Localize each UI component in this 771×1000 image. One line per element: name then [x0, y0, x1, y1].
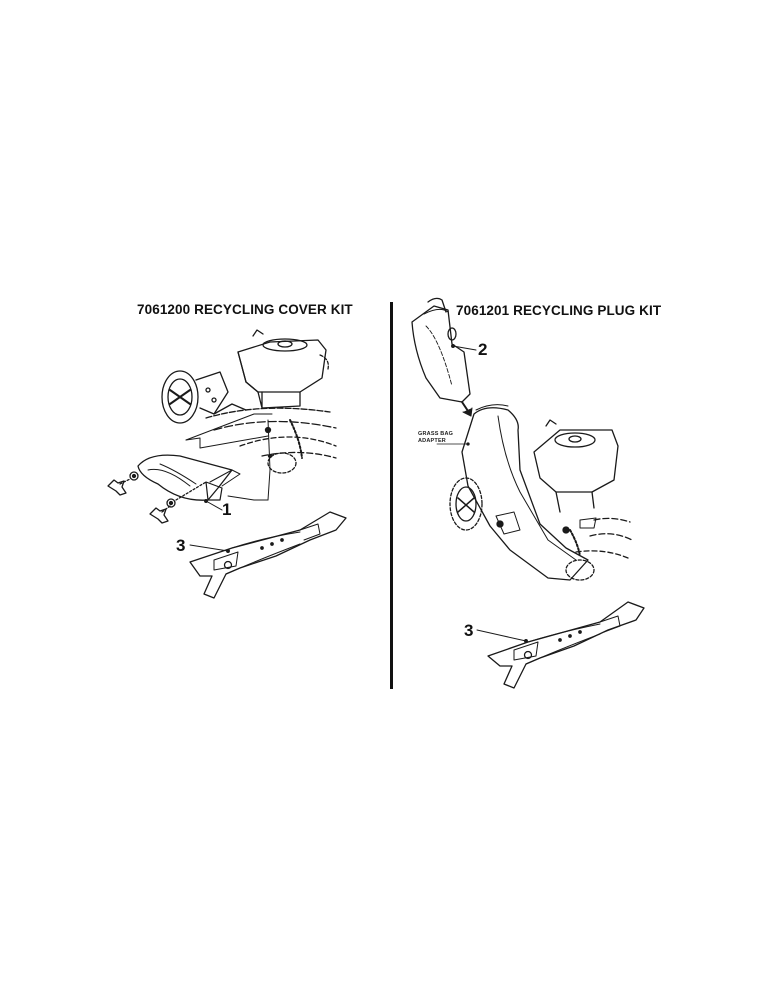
grass-bag-label-line2: ADAPTER [418, 438, 446, 444]
grass-bag-label-line1: GRASS BAG [418, 431, 454, 437]
callout-1-recycling-cover: 1 [222, 500, 232, 519]
callout-2-recycling-plug: 2 [478, 340, 488, 359]
grass-bag-adapter-label: GRASS BAG ADAPTER [418, 431, 453, 445]
right-blade-illustration [476, 601, 645, 689]
recycling-cover-kit-title: 7061200 RECYCLING COVER KIT [137, 302, 353, 317]
panel-divider [390, 302, 393, 689]
right-mower-illustration [436, 404, 633, 581]
recycling-plug-kit-title: 7061201 RECYCLING PLUG KIT [456, 303, 662, 318]
callout-3-blade-right: 3 [464, 621, 474, 640]
left-blade-illustration [189, 511, 347, 599]
callout-3-blade-left: 3 [176, 536, 186, 555]
left-mower-illustration [107, 329, 337, 524]
right-plug-illustration [411, 297, 477, 417]
